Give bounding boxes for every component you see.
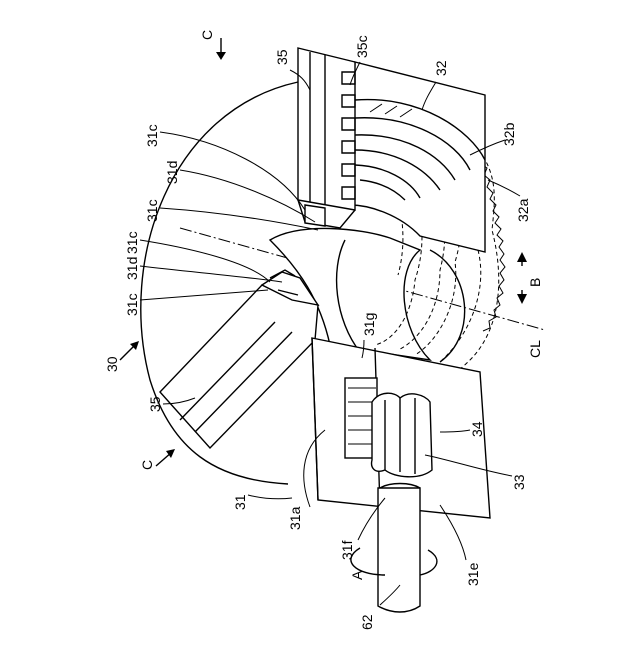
arrow-b [517,252,527,304]
gear-piece-32 [350,62,485,252]
label-31d-1: 31d [164,161,180,184]
label-62: 62 [359,614,375,630]
label-31c-1: 31c [144,124,160,147]
label-cl: CL [527,340,543,358]
arrow-30 [120,341,139,360]
label-31a: 31a [287,506,303,530]
label-c-left: C [139,460,155,470]
label-31g: 31g [361,313,377,336]
label-31c-4: 31c [124,293,140,316]
label-31c-3: 31c [124,231,140,254]
label-33: 33 [511,474,527,490]
label-32a: 32a [515,198,531,222]
label-32: 32 [433,60,449,76]
arrow-c-top [216,38,226,60]
label-31c-2: 31c [144,199,160,222]
label-35-left: 35 [147,396,163,412]
label-35-top: 35 [274,49,290,65]
label-c-top: C [199,30,215,40]
label-b: B [527,278,543,287]
label-32b: 32b [501,122,517,146]
label-31: 31 [232,494,248,510]
label-30: 30 [104,356,120,372]
arrow-c-left [156,449,175,466]
label-35c: 35c [354,35,370,58]
label-34: 34 [469,421,485,437]
label-31f: 31f [339,540,355,560]
upper-jaw-35 [298,48,355,228]
label-a: A [349,570,365,580]
label-31d-2: 31d [124,257,140,280]
label-31e: 31e [465,562,481,586]
